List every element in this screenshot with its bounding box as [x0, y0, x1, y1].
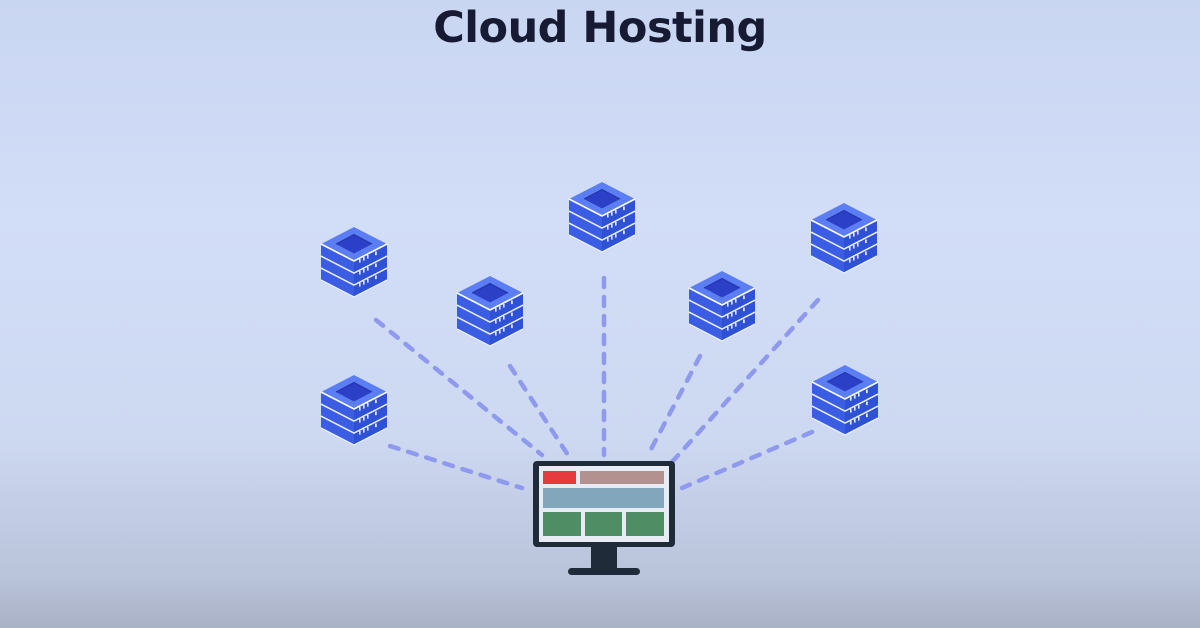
connector-line	[387, 443, 525, 491]
server-stack-icon	[811, 203, 877, 273]
server-stack-icon	[812, 365, 878, 435]
connector-lines	[373, 275, 821, 491]
server-stack-icon	[689, 271, 755, 341]
server-stacks	[321, 182, 878, 445]
connector-line	[679, 429, 815, 491]
server-stack-icon	[457, 276, 523, 346]
page-title: Cloud Hosting	[433, 3, 767, 53]
server-stack-icon	[569, 182, 635, 252]
connector-line	[507, 363, 571, 458]
connector-line	[373, 317, 545, 458]
server-stack-icon	[321, 227, 387, 297]
connector-line	[645, 353, 703, 458]
server-stack-icon	[321, 375, 387, 445]
connector-line	[669, 297, 821, 465]
monitor-icon	[533, 461, 675, 575]
